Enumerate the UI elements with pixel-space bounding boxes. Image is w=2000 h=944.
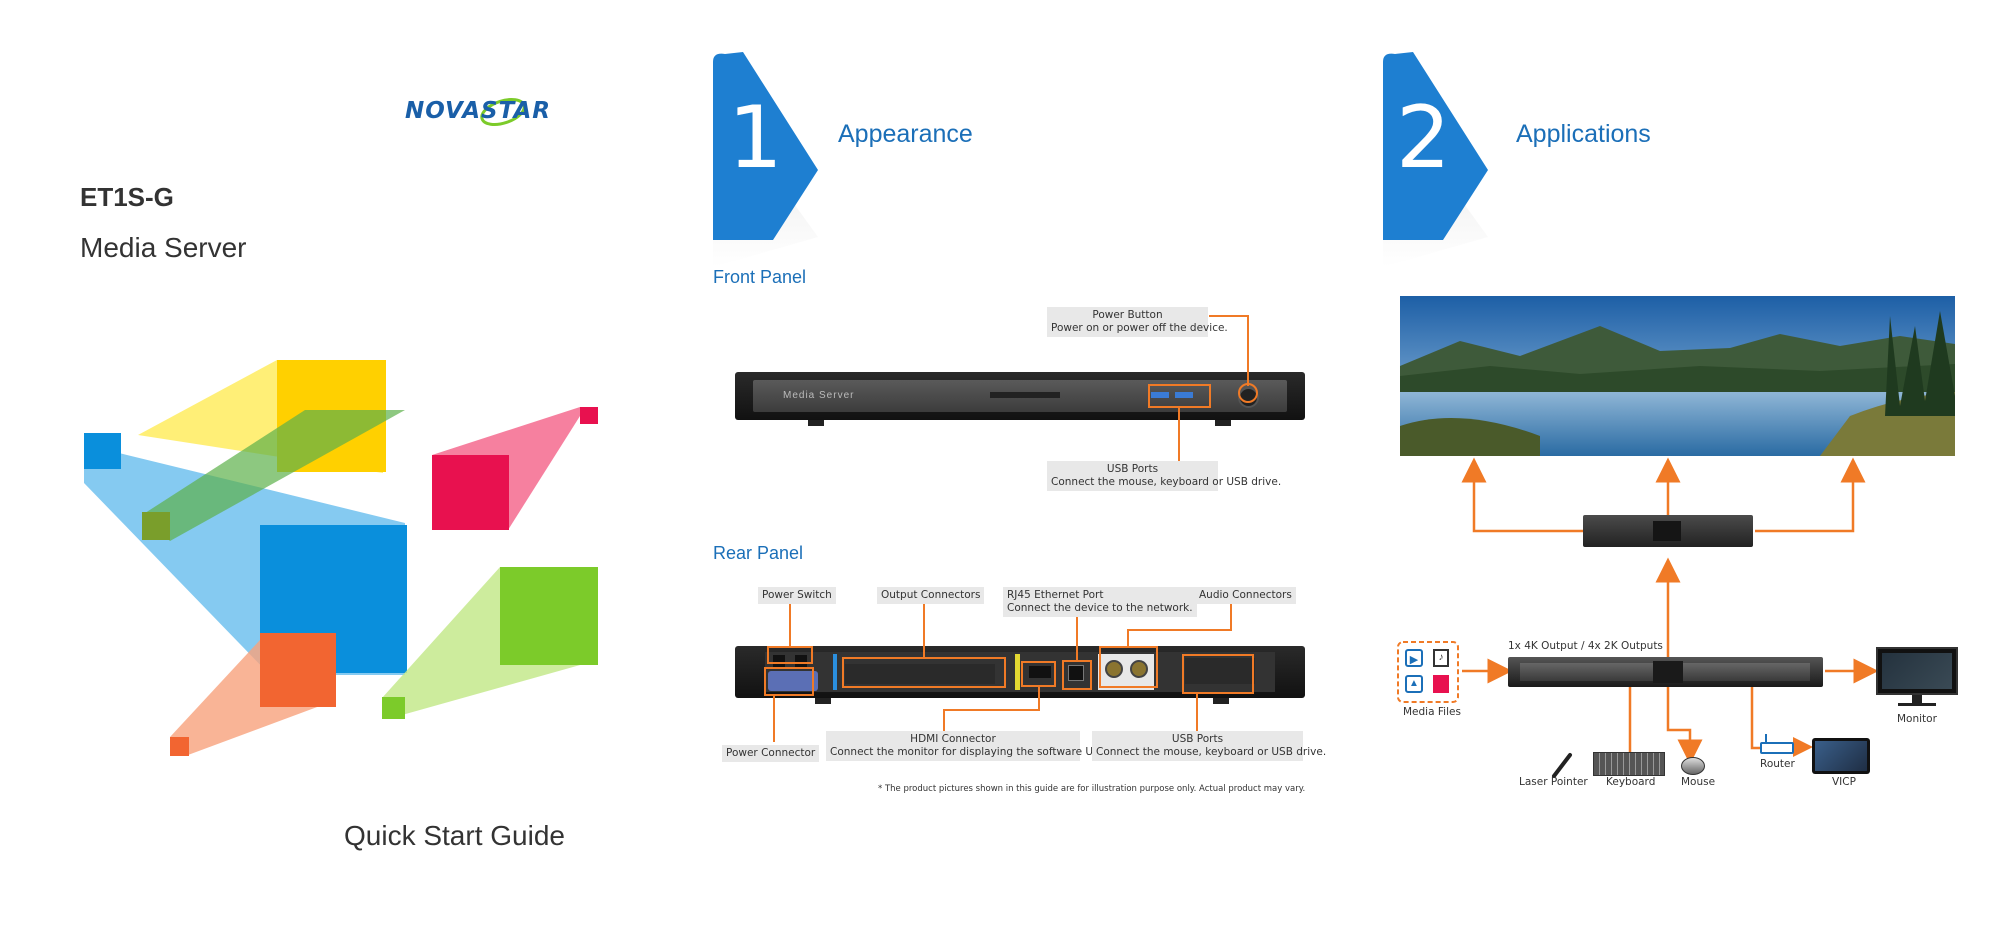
rj45-label: RJ45 Ethernet Port	[1007, 589, 1104, 601]
guide-title: Quick Start Guide	[344, 820, 565, 851]
rear-usb-desc: Connect the mouse, keyboard or USB drive…	[1096, 746, 1327, 758]
section-2-number: 2	[1396, 88, 1451, 188]
audio-file-icon: ♪	[1433, 649, 1449, 667]
hdmi-label: HDMI Connector	[910, 733, 996, 745]
power-button	[1238, 387, 1259, 408]
front-usb-port	[1175, 392, 1193, 398]
product-model: ET1S-G	[80, 182, 174, 212]
power-switch-label: Power Switch	[758, 587, 836, 604]
audio-connector	[1130, 660, 1148, 678]
keyboard-icon	[1593, 752, 1665, 776]
power-button-label: Power Button	[1092, 309, 1163, 321]
output-caption: 1x 4K Output / 4x 2K Outputs	[1508, 640, 1663, 652]
front-usb-port	[1151, 392, 1169, 398]
front-device-label: Media Server	[783, 390, 855, 401]
rear-usb-callout: USB Ports Connect the mouse, keyboard or…	[1092, 731, 1327, 761]
power-button-callout: Power Button Power on or power off the d…	[1047, 307, 1228, 337]
power-connector	[768, 671, 818, 691]
media-server-device	[1508, 657, 1823, 687]
hdmi-connector	[1029, 666, 1051, 678]
monitor-icon	[1876, 647, 1958, 695]
rear-panel-heading: Rear Panel	[713, 543, 804, 563]
section-1-number: 1	[728, 88, 783, 188]
novastar-logo: NOVASTAR	[405, 92, 595, 132]
logo-text: NOVASTAR	[405, 98, 551, 124]
laser-pointer-label: Laser Pointer	[1519, 776, 1588, 788]
output-connectors-label: Output Connectors	[877, 587, 985, 604]
rear-usb-ports	[1185, 658, 1255, 684]
output-connectors	[845, 664, 995, 684]
media-files-icons: ▶ ♪ ▲	[1405, 649, 1453, 697]
front-panel-heading: Front Panel	[713, 267, 807, 287]
mouse-icon	[1681, 757, 1705, 775]
front-usb-label: USB Ports	[1106, 463, 1159, 475]
section-1-title: Appearance	[838, 120, 973, 148]
router-label: Router	[1760, 758, 1795, 770]
rj45-port	[1068, 665, 1084, 681]
router-icon	[1760, 742, 1794, 754]
audio-connector	[1105, 660, 1123, 678]
logo-graphic	[480, 98, 526, 126]
mouse-label: Mouse	[1681, 776, 1716, 788]
led-display-image	[1400, 296, 1955, 456]
section-2-badge	[1383, 52, 1488, 267]
disclaimer: * The product pictures shown in this gui…	[878, 784, 1306, 794]
splitter-device	[1583, 515, 1753, 547]
rear-usb-label: USB Ports	[1171, 733, 1224, 745]
hdmi-callout: HDMI Connector Connect the monitor for d…	[826, 731, 1100, 761]
vicp-label: VICP	[1832, 776, 1856, 788]
keyboard-label: Keyboard	[1606, 776, 1656, 788]
monitor-label: Monitor	[1897, 713, 1937, 725]
power-button-desc: Power on or power off the device.	[1051, 322, 1228, 334]
media-files-label: Media Files	[1403, 706, 1461, 718]
laser-pointer-icon	[1552, 753, 1572, 778]
vicp-tablet-icon	[1812, 738, 1870, 774]
image-file-icon: ▲	[1405, 675, 1423, 693]
hdmi-desc: Connect the monitor for displaying the s…	[830, 746, 1100, 758]
rj45-callout: RJ45 Ethernet Port Connect the device to…	[1003, 587, 1197, 617]
pdf-file-icon	[1433, 675, 1449, 693]
cover-graphic	[84, 360, 598, 756]
rj45-desc: Connect the device to the network.	[1007, 602, 1193, 614]
video-file-icon: ▶	[1405, 649, 1423, 667]
audio-connectors-label: Audio Connectors	[1195, 587, 1296, 604]
section-1-badge	[713, 52, 818, 267]
product-type: Media Server	[80, 232, 247, 263]
power-connector-label: Power Connector	[722, 745, 820, 762]
section-2-title: Applications	[1516, 120, 1651, 148]
